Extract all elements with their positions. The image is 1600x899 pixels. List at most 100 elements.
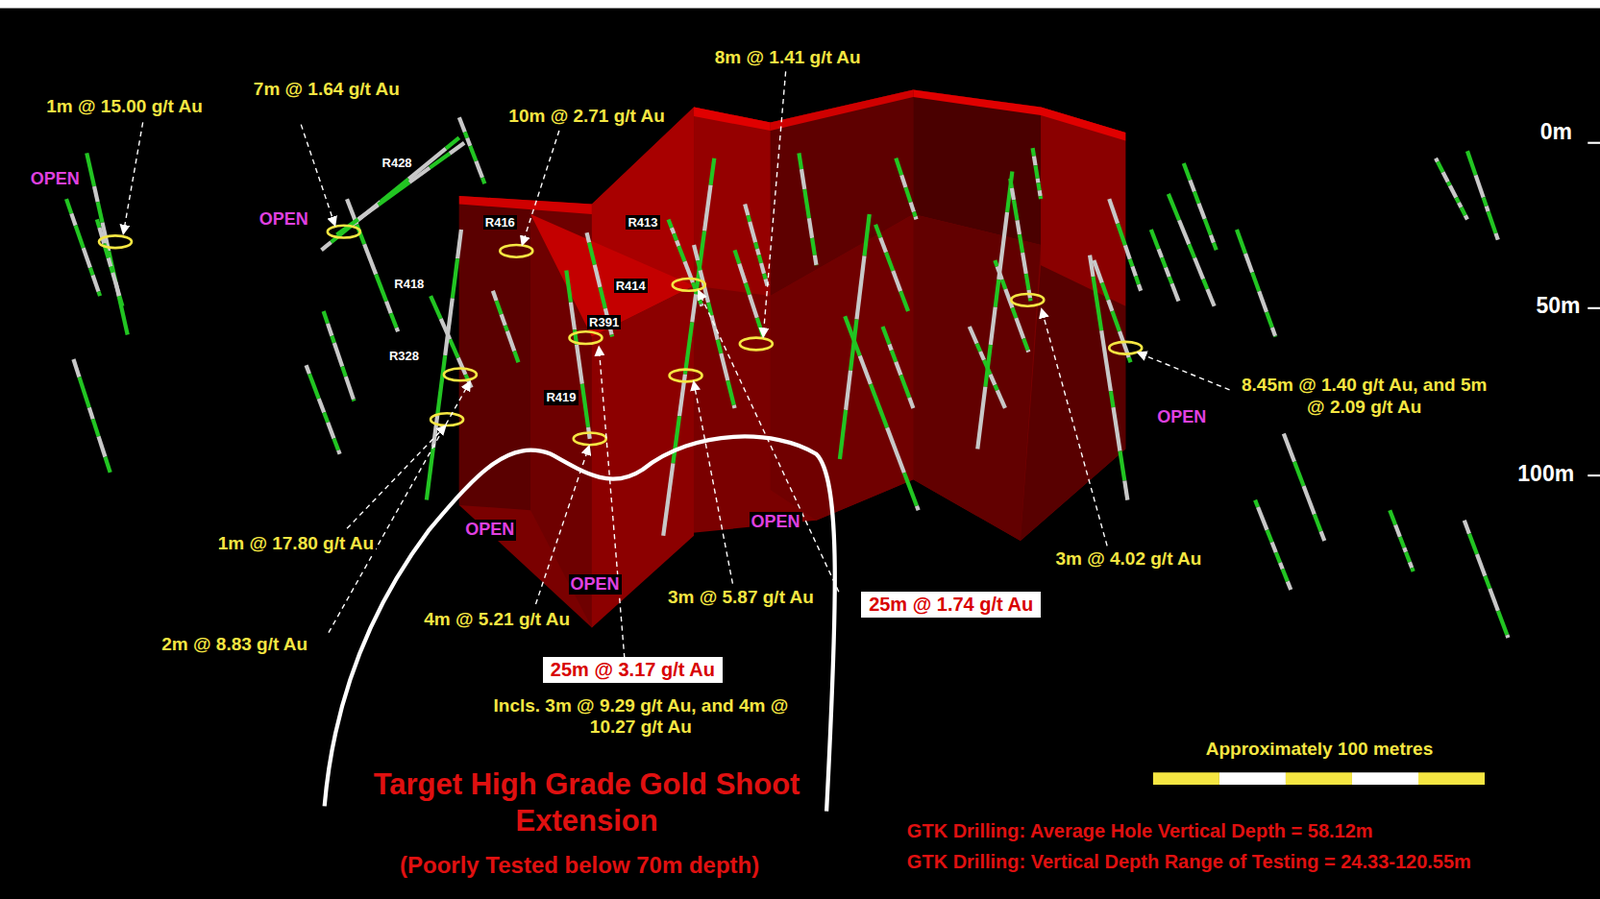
drill-hole-segment [444,298,453,356]
drill-hole-segment [1405,552,1410,563]
drill-hole-segment [1130,259,1133,268]
drill-hole-segment [1489,589,1499,612]
drill-hole-segment [801,169,805,190]
drill-hole-segment [1037,196,1043,199]
drill-hole-segment [386,301,392,314]
drill-hole-segment [1015,318,1024,339]
assay-label: 4m @ 5.21 g/t Au [421,609,572,632]
drill-hole-segment [1169,276,1173,284]
drilling-stat: GTK Drilling: Vertical Depth Range of Te… [905,850,1474,874]
result-box: 25m @ 3.17 g/t Au [542,657,723,684]
drill-hole-segment [711,158,715,186]
drill-hole-segment [1437,162,1444,173]
depth-label: 100m [1515,461,1576,489]
drill-hole-segment [905,187,911,202]
drill-hole-segment [761,263,764,274]
drill-hole-segment [609,334,615,337]
drill-hole-segment [449,339,459,358]
drill-hole-segment [1165,268,1170,278]
drill-hole-segment [984,344,990,388]
drill-hole-segment [870,384,887,428]
drill-hole-segment [378,182,410,205]
drill-hole-segment [1189,180,1195,193]
drill-hole-segment [1019,234,1023,253]
drill-hole-segment [309,373,320,399]
drill-hole-segment [735,249,740,264]
drill-hole-segment [1257,507,1267,531]
drill-hole-segment [459,117,466,132]
drill-hole-segment [97,219,100,228]
drill-hole-segment [1119,451,1125,482]
drill-hole-segment [86,152,95,187]
drill-hole-segment [71,213,75,225]
drill-hole-segment [452,258,458,298]
drill-hole-segment [66,198,72,214]
drill-hole-segment [83,247,91,269]
drill-hole-segment [566,270,571,303]
drill-hole-segment [492,291,497,301]
drill-hole-segment [994,385,997,392]
drill-hole-segment [75,225,84,248]
drill-hole-segment [104,457,110,473]
drill-hole-segment [323,311,328,324]
target-outline [324,437,836,813]
drill-hole-segment [969,326,978,345]
drill-hole-segment [1273,334,1279,340]
drill-hole-segment [469,146,476,162]
drill-hole-segment [1455,197,1459,203]
assay-label: 1m @ 17.80 g/t Au [216,533,376,556]
drill-hole-segment [1258,291,1267,313]
drill-hole-segment [1476,174,1484,197]
drill-hole-segment [685,321,692,374]
drill-hole-segment [1272,542,1277,554]
drill-hole-segment [1093,260,1102,283]
drill-hole-segment [663,464,673,537]
scale-bar [1153,772,1485,786]
hole-id: R413 [625,215,660,231]
drill-hole-segment [912,216,918,220]
drill-hole-segment [467,138,470,147]
drill-hole-segment [1113,407,1121,451]
drill-hole-segment [990,374,996,386]
drill-hole-segment [720,353,728,381]
drill-hole-segment [1158,248,1162,258]
drill-hole-segment [895,158,902,176]
drill-hole-segment [977,387,985,450]
drill-hole-segment [1108,198,1118,224]
drill-hole-segment [1483,197,1487,207]
drill-hole-segment [1011,307,1016,319]
drill-hole-segment [886,252,893,271]
drill-hole-segment [738,264,746,284]
drill-hole-segment [1135,276,1139,286]
drill-hole-segment [426,447,434,501]
drill-hole-segment [73,359,79,378]
drill-hole-segment [1002,279,1007,290]
drill-hole-segment [1124,481,1128,501]
drill-hole-segment [1282,569,1288,583]
drill-hole-segment [1016,220,1019,235]
drill-hole-segment [892,270,901,292]
hole-id: R428 [380,155,415,172]
ore-shoot-solid [459,89,1126,628]
drill-hole-segment [704,185,711,232]
drill-hole-segment [323,413,328,423]
drill-hole-segment [1013,199,1018,221]
drill-hole-segment [886,427,905,473]
drill-hole-segment [814,255,817,266]
drill-hole-segment [587,232,590,243]
open-label: OPEN [463,519,517,542]
top-bar [0,0,1600,8]
drill-hole-segment [108,258,112,268]
hole-id: R414 [614,278,648,295]
drill-hole-segment [1033,147,1034,157]
drill-hole-segment [482,177,485,184]
drill-hole-segment [1009,178,1012,189]
drill-hole-segment [1125,245,1131,259]
drill-hole-segment [396,327,399,332]
drill-hole-segment [1252,272,1259,293]
drill-hole-segment [408,148,446,180]
hole-id: R419 [543,390,578,406]
drill-hole-segment [351,399,357,402]
drill-hole-segment [465,132,468,139]
